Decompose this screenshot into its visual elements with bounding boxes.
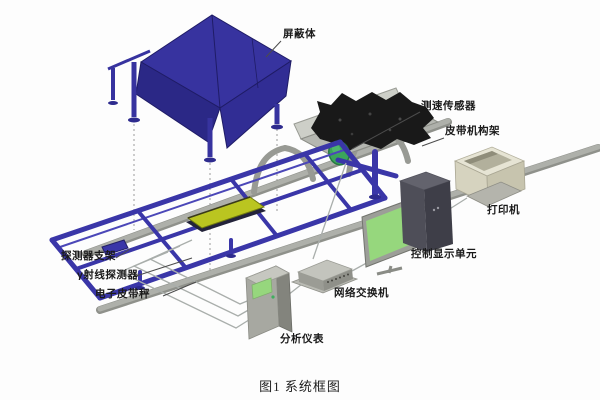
canopy-foot bbox=[271, 124, 283, 130]
leader-gamma-detector bbox=[132, 257, 193, 278]
label-control-display: 控制显示单元 bbox=[411, 248, 477, 260]
computer-tower bbox=[398, 171, 453, 252]
label-leader-lines bbox=[115, 40, 445, 297]
label-belt-frame: 皮带机构架 bbox=[445, 125, 500, 137]
frame-foot bbox=[369, 194, 381, 200]
canopy-foot bbox=[108, 101, 118, 105]
switch-port bbox=[335, 278, 337, 280]
detector-plate-edge bbox=[187, 196, 251, 219]
switch-port bbox=[327, 281, 329, 283]
canopy-side-bar bbox=[107, 49, 151, 71]
frame-cross-beam bbox=[136, 209, 188, 270]
frame-back-rail-accent bbox=[59, 148, 348, 248]
leader-detector-bracket bbox=[115, 248, 131, 259]
gamma-detector-plate bbox=[186, 196, 266, 232]
canopy-skirt-right bbox=[219, 59, 292, 149]
analyzer-screen bbox=[251, 277, 273, 300]
alignment-dotted-lines bbox=[133, 124, 278, 270]
monitor-base bbox=[376, 266, 403, 276]
tower-side bbox=[424, 181, 453, 252]
label-network-switch: 网络交换机 bbox=[334, 287, 389, 299]
switch-top bbox=[296, 259, 354, 282]
canopy-foot bbox=[128, 117, 140, 123]
analyzer-led bbox=[271, 295, 275, 299]
switch-port bbox=[331, 279, 333, 282]
belt-trough-coal bbox=[293, 87, 440, 159]
leader-speed-sensor bbox=[351, 111, 421, 150]
switch-port bbox=[347, 273, 349, 276]
frame-front-rail bbox=[97, 195, 388, 301]
canopy-seam bbox=[211, 14, 221, 109]
idler-stand-arm bbox=[251, 145, 288, 195]
label-speed-sensor: 测速传感器 bbox=[421, 100, 476, 112]
frame-back-rail bbox=[49, 139, 343, 243]
cable-loop bbox=[148, 239, 253, 305]
analyzer-cabinet bbox=[245, 265, 293, 340]
label-printer: 打印机 bbox=[487, 204, 520, 216]
tower-button bbox=[432, 208, 436, 212]
label-detector-bracket: 探测器支架 bbox=[61, 250, 116, 262]
switch-port bbox=[339, 276, 341, 279]
tower-button bbox=[436, 206, 440, 210]
frame-right-bar bbox=[335, 157, 399, 179]
coal-speckle bbox=[398, 117, 402, 121]
printer-paper-tray bbox=[464, 151, 512, 171]
coal-speckle bbox=[388, 128, 392, 132]
leader-belt-frame bbox=[421, 137, 445, 147]
frame-cross-beam bbox=[303, 152, 353, 212]
network-switch-device bbox=[290, 259, 359, 294]
label-analyzer: 分析仪表 bbox=[280, 333, 324, 345]
switch-port bbox=[343, 275, 345, 277]
printer-device bbox=[453, 146, 526, 207]
label-belt-scale: 电子皮带秤 bbox=[95, 288, 150, 300]
coal-speckle bbox=[368, 112, 372, 116]
coal-speckle bbox=[350, 132, 354, 136]
canopy-foot bbox=[204, 157, 216, 163]
printer-output-tray bbox=[466, 181, 522, 207]
switch-front-right bbox=[323, 269, 353, 291]
frame-foot bbox=[135, 286, 145, 290]
label-shield: 屏蔽体 bbox=[283, 28, 316, 40]
frame-foot bbox=[226, 254, 236, 258]
rail-clamp bbox=[101, 239, 129, 256]
figure-caption: 图1 系统框图 bbox=[259, 379, 341, 394]
switch-front-left bbox=[298, 272, 324, 291]
coal-material bbox=[311, 92, 434, 151]
shield-canopy bbox=[107, 14, 292, 163]
tower-front bbox=[400, 181, 427, 252]
leader-belt-scale bbox=[162, 281, 197, 297]
label-gamma-detector: γ射线探测器 bbox=[77, 269, 139, 281]
printer-tray-shadow bbox=[464, 151, 498, 164]
canopy-seam bbox=[251, 37, 259, 89]
cable-sensor-to-switch bbox=[312, 162, 347, 260]
analyzer-top bbox=[245, 265, 290, 286]
leader-shield bbox=[265, 40, 282, 58]
coal-speckle bbox=[338, 118, 342, 122]
